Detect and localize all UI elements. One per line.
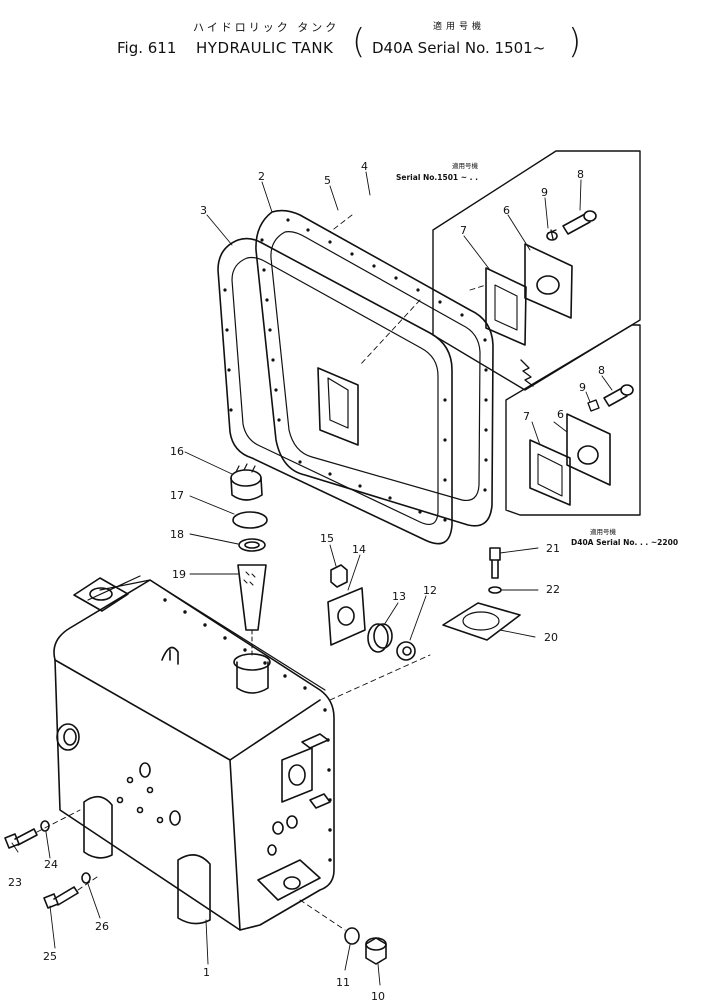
callout-11: 11 bbox=[336, 976, 350, 989]
open-paren: ( bbox=[352, 22, 366, 62]
lower-inset-jp: 適用号機 bbox=[590, 527, 617, 536]
callout-18: 18 bbox=[170, 528, 184, 541]
lifting-hook bbox=[161, 646, 179, 665]
upper-inset-jp: 適用号機 bbox=[452, 161, 479, 170]
callout-20: 20 bbox=[544, 631, 558, 644]
callout-23: 23 bbox=[8, 876, 22, 889]
upper-inset-serial: Serial No.1501 ~ . . bbox=[396, 173, 478, 182]
cover-bolt-holes bbox=[223, 218, 488, 522]
callout-22: 22 bbox=[546, 583, 560, 596]
callout-6-upper: 6 bbox=[503, 204, 510, 217]
cover-gasket bbox=[217, 237, 453, 545]
callout-5: 5 bbox=[324, 174, 331, 187]
tank-top-flange-holes bbox=[163, 598, 332, 862]
leader-lines bbox=[11, 171, 613, 986]
callout-3: 3 bbox=[200, 204, 207, 217]
upper-inset-panel: 適用号機 Serial No.1501 ~ . . bbox=[396, 150, 641, 391]
o-ring-17 bbox=[232, 511, 268, 529]
close-paren: ) bbox=[568, 22, 582, 62]
tank-cover-plate bbox=[255, 209, 494, 527]
drain-plug-10 bbox=[365, 937, 387, 965]
figure-serial-range: D40A Serial No. 1501~ bbox=[372, 39, 546, 57]
washer-22 bbox=[488, 586, 502, 594]
callout-25: 25 bbox=[43, 950, 57, 963]
cover-inspection-port bbox=[317, 367, 359, 446]
callout-7-upper: 7 bbox=[460, 224, 467, 237]
callout-17: 17 bbox=[170, 489, 184, 502]
inset-lower-parts bbox=[529, 384, 634, 506]
callout-9-upper: 9 bbox=[541, 186, 548, 199]
callout-4: 4 bbox=[361, 160, 368, 173]
lower-inset-serial: D40A Serial No. . . ~2200 bbox=[571, 538, 678, 547]
callout-26: 26 bbox=[95, 920, 109, 933]
side-sight-gauge bbox=[56, 723, 80, 751]
plug-15 bbox=[330, 564, 348, 588]
callout-16: 16 bbox=[170, 445, 184, 458]
inset-upper-parts bbox=[485, 210, 597, 387]
assembly-lines bbox=[36, 214, 487, 931]
ring-13 bbox=[367, 623, 393, 653]
filler-neck bbox=[233, 653, 271, 694]
lower-inset-panel: 適用号機 D40A Serial No. . . ~2200 bbox=[505, 324, 678, 547]
callout-9-lower: 9 bbox=[579, 381, 586, 394]
strainer-plate-20 bbox=[442, 602, 521, 641]
callout-13: 13 bbox=[392, 590, 406, 603]
drain-housing bbox=[257, 859, 321, 901]
tank-end-holes bbox=[116, 762, 181, 826]
bolt-21 bbox=[489, 547, 501, 579]
tank-feet bbox=[83, 795, 211, 925]
figure-header: ハイドロリック タンク 適用号機 Fig. 611 HYDRAULIC TANK… bbox=[0, 0, 707, 80]
callout-10: 10 bbox=[371, 990, 385, 1003]
tank-side-ports bbox=[267, 733, 331, 856]
callout-21: 21 bbox=[546, 542, 560, 555]
callout-24: 24 bbox=[44, 858, 58, 871]
figure-number: Fig. 611 bbox=[117, 39, 177, 57]
callout-14: 14 bbox=[352, 543, 366, 556]
callout-12: 12 bbox=[423, 584, 437, 597]
washer-26 bbox=[81, 872, 91, 884]
bolt-23 bbox=[4, 828, 38, 849]
ring-18 bbox=[238, 538, 266, 552]
filler-cap bbox=[230, 463, 263, 501]
callout-8-upper: 8 bbox=[577, 168, 584, 181]
callout-2: 2 bbox=[258, 170, 265, 183]
hydraulic-tank-body bbox=[53, 575, 335, 931]
japanese-serial-label: 適用号機 bbox=[433, 22, 486, 32]
strainer bbox=[237, 564, 267, 631]
tank-port-flange bbox=[73, 577, 129, 612]
o-ring-11 bbox=[344, 927, 360, 945]
callout-19: 19 bbox=[172, 568, 186, 581]
bolt-25 bbox=[43, 886, 79, 909]
callout-numbers: 2 3 4 5 6 7 8 9 6 7 8 9 16 17 18 19 15 1… bbox=[8, 160, 605, 1003]
callout-8-lower: 8 bbox=[598, 364, 605, 377]
callout-1: 1 bbox=[203, 966, 210, 979]
flange-14 bbox=[327, 587, 366, 646]
callout-6-lower: 6 bbox=[557, 408, 564, 421]
ring-12 bbox=[396, 641, 416, 661]
figure-title: HYDRAULIC TANK bbox=[196, 39, 334, 57]
callout-7-lower: 7 bbox=[523, 410, 530, 423]
callout-15: 15 bbox=[320, 532, 334, 545]
japanese-title: ハイドロリック タンク bbox=[193, 21, 340, 34]
